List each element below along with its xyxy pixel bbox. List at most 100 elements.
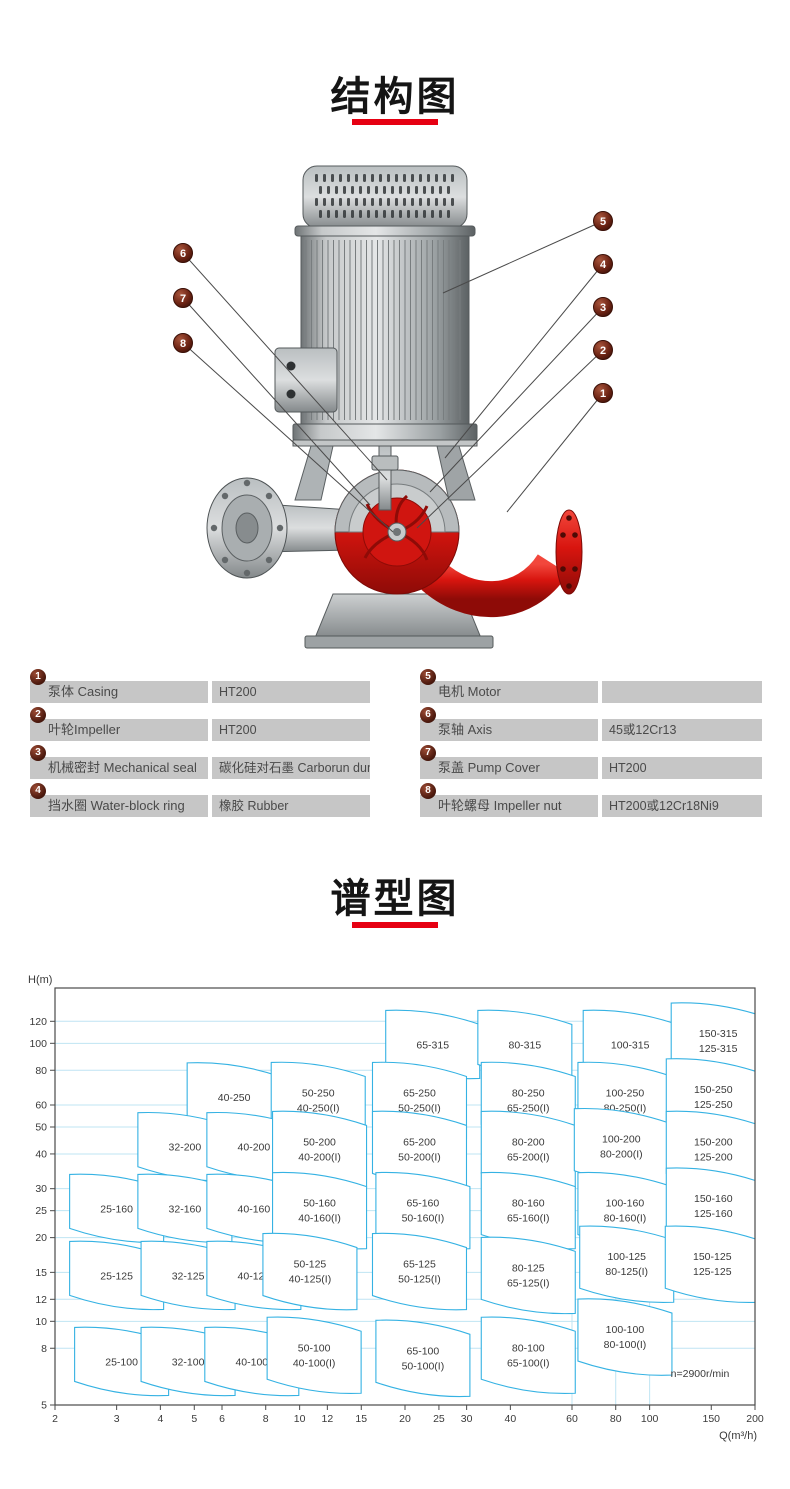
y-tick-label: 10 (35, 1316, 47, 1328)
part-name-cell: 叶轮螺母 Impeller nut (420, 795, 598, 817)
callout-leader-line (429, 306, 604, 493)
callout-badge (593, 254, 613, 274)
callout-badge (593, 383, 613, 403)
part-material-cell (602, 681, 762, 703)
x-tick-label: 200 (746, 1413, 764, 1425)
discharge-flange (555, 509, 583, 595)
x-tick-label: 10 (294, 1413, 306, 1425)
pump-model-label: 32-200 (169, 1142, 202, 1154)
y-tick-label: 5 (41, 1400, 47, 1412)
callout-leader-line (506, 392, 604, 513)
x-tick-label: 6 (219, 1413, 225, 1425)
callout-number: 1 (600, 388, 606, 400)
part-number-badge: 4 (30, 783, 46, 799)
callout-badge (173, 333, 193, 353)
pump-model-label: 32-125 (172, 1270, 205, 1282)
pump-model-label: 65-315 (416, 1039, 449, 1051)
pump-model-region (262, 1232, 358, 1311)
base-pedestal (304, 593, 494, 649)
motor-flange (292, 423, 478, 441)
y-tick-label: 30 (35, 1183, 47, 1195)
x-tick-label: 8 (263, 1413, 269, 1425)
part-name-cell: 电机 Motor (420, 681, 598, 703)
x-tick-label: 15 (355, 1413, 367, 1425)
lantern-bracket (292, 439, 478, 511)
part-number-badge: 1 (30, 669, 46, 685)
pump-model-label: 40-100 (235, 1356, 268, 1368)
spectrum-section-title: 谱型图 (330, 877, 460, 921)
pump-model-region (664, 1225, 755, 1304)
speed-annotation: n=2900r/min (671, 1368, 730, 1380)
pump-model-label: 32-160 (169, 1203, 202, 1215)
callout-number: 6 (180, 248, 186, 260)
callout-leader-line (416, 349, 604, 529)
pump-model-label: 25-125 (100, 1270, 133, 1282)
y-tick-label: 40 (35, 1148, 47, 1160)
part-name-cell: 挡水圈 Water-block ring (30, 795, 208, 817)
y-tick-label: 80 (35, 1065, 47, 1077)
pump-model-label: 80-315 (508, 1039, 541, 1051)
x-axis-title: Q(m³/h) (719, 1430, 757, 1442)
pump-model-label: 25-100 (105, 1356, 138, 1368)
part-material-cell: HT200 (602, 757, 762, 779)
discharge-pipe (418, 509, 583, 618)
y-tick-label: 120 (29, 1016, 47, 1028)
spectrum-title-underline (352, 922, 438, 928)
x-tick-label: 4 (157, 1413, 163, 1425)
callout-number: 2 (600, 345, 606, 357)
pump-model-label: 32-100 (172, 1356, 205, 1368)
volute-casing (334, 469, 460, 595)
y-tick-label: 60 (35, 1099, 47, 1111)
pump-model-region (577, 1298, 673, 1376)
x-tick-label: 80 (610, 1413, 622, 1425)
pump-model-region (579, 1225, 675, 1304)
callout-leader-line (182, 297, 371, 506)
part-number-badge: 8 (420, 783, 436, 799)
part-number-badge: 7 (420, 745, 436, 761)
callout-badge (593, 211, 613, 231)
y-tick-label: 100 (29, 1038, 47, 1050)
x-tick-label: 60 (566, 1413, 578, 1425)
callout-badge (173, 243, 193, 263)
callout-badge (593, 340, 613, 360)
callout-number: 5 (600, 216, 606, 228)
x-tick-label: 30 (461, 1413, 473, 1425)
motor-fan-cover (302, 165, 468, 229)
x-tick-label: 12 (322, 1413, 334, 1425)
pump-model-label: 40-160 (238, 1203, 271, 1215)
callout-leader-line (442, 220, 604, 294)
pump-model-label: 40-125 (238, 1270, 271, 1282)
pump-model-label: 40-200 (238, 1142, 271, 1154)
pump-model-region (266, 1316, 362, 1395)
callout-number: 4 (600, 259, 607, 271)
part-name-cell: 泵体 Casing (30, 681, 208, 703)
y-axis-title: H(m) (28, 974, 52, 986)
x-tick-label: 100 (641, 1413, 659, 1425)
callout-number: 7 (180, 293, 186, 305)
x-tick-label: 3 (114, 1413, 120, 1425)
